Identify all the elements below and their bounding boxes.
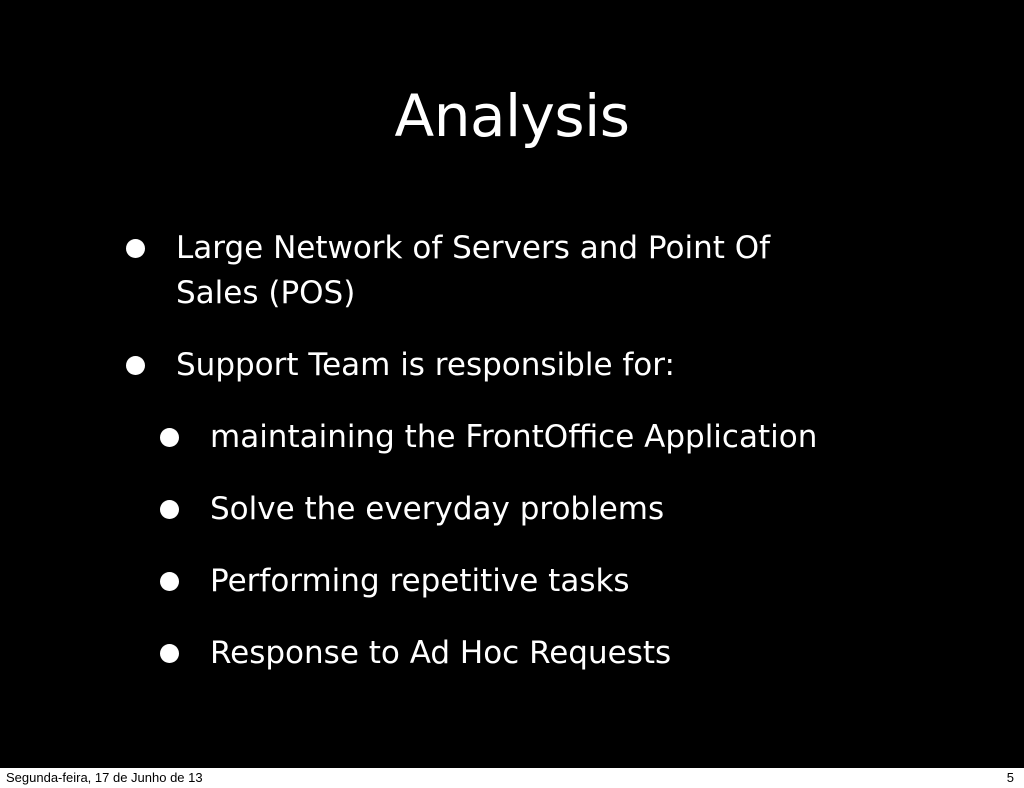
sub-bullet-item: Solve the everyday problems (154, 487, 880, 532)
bullet-text: Support Team is responsible for: (176, 347, 675, 383)
sub-bullet-item: Response to Ad Hoc Requests (154, 631, 880, 676)
bullet-item: Large Network of Servers and Point Of Sa… (120, 226, 880, 316)
footer-date: Segunda-feira, 17 de Junho de 13 (6, 770, 203, 785)
sub-bullet-item: Performing repetitive tasks (154, 559, 880, 604)
print-footer: Segunda-feira, 17 de Junho de 13 5 (0, 768, 1024, 788)
sub-bullet-item: maintaining the FrontOffice Application (154, 415, 880, 460)
bullet-dot-icon (160, 428, 179, 447)
bullet-text: Large Network of Servers and Point Of Sa… (176, 230, 771, 311)
bullet-dot-icon (160, 572, 179, 591)
bullet-dot-icon (160, 644, 179, 663)
slide-title: Analysis (394, 82, 630, 150)
bullet-text: maintaining the FrontOffice Application (210, 419, 818, 455)
page-number: 5 (1006, 770, 1014, 785)
bullet-dot-icon (160, 500, 179, 519)
bullet-text: Solve the everyday problems (210, 491, 665, 527)
bullet-text: Response to Ad Hoc Requests (210, 635, 672, 671)
bullet-dot-icon (126, 356, 145, 375)
bullet-dot-icon (126, 239, 145, 258)
bullet-list: Large Network of Servers and Point Of Sa… (120, 226, 880, 703)
slide: Analysis Large Network of Servers and Po… (0, 0, 1024, 768)
bullet-text: Performing repetitive tasks (210, 563, 630, 599)
bullet-item: Support Team is responsible for: (120, 343, 880, 388)
